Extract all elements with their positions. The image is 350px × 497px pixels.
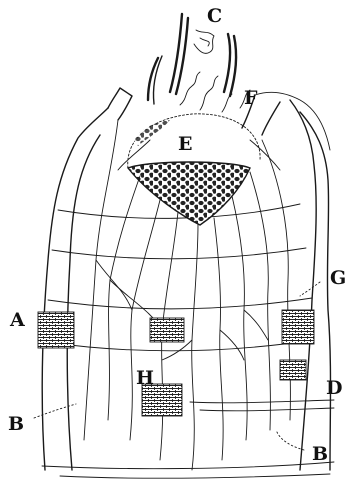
label-d: D <box>326 377 342 399</box>
label-e: E <box>178 133 192 155</box>
label-a: A <box>9 309 25 331</box>
woven-bands <box>38 310 314 416</box>
label-f: F <box>244 87 258 109</box>
hooked-prongs <box>148 14 236 104</box>
label-b-right: B <box>312 443 328 465</box>
egg-sac <box>128 114 260 225</box>
label-h: H <box>136 367 154 389</box>
label-c: C <box>207 5 222 27</box>
label-g: G <box>330 267 346 289</box>
label-b-left: B <box>8 413 24 435</box>
leader-lines <box>34 282 320 450</box>
wavy-fibres <box>180 72 250 112</box>
